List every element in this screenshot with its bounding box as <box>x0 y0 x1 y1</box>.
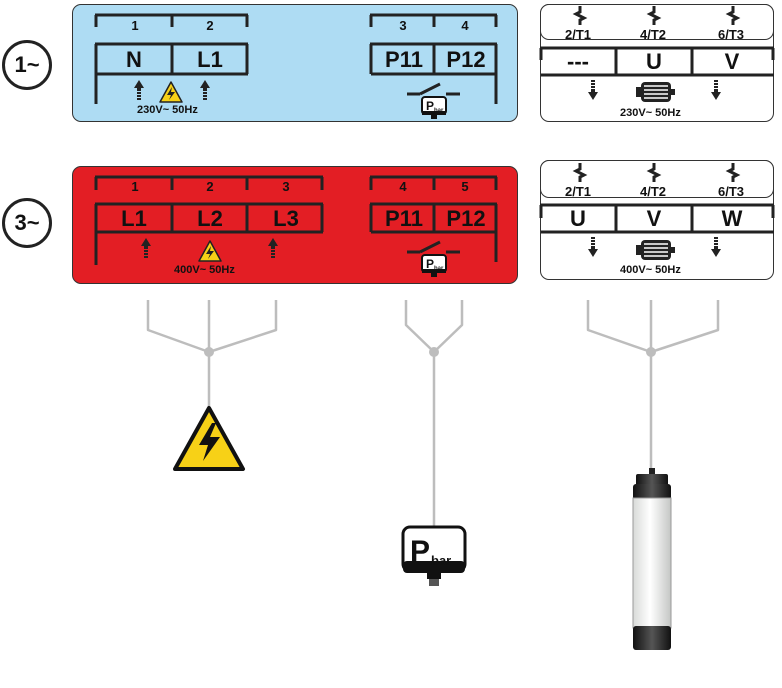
three-phase-terminal-label-l1: L1 <box>121 206 147 231</box>
three-phase-motor-terminal-w: W <box>721 206 743 231</box>
three-phase-terminal-number-3: 3 <box>282 179 290 194</box>
pressure-switch-subscript: bar <box>434 266 444 272</box>
high-voltage-warning-icon <box>159 81 183 103</box>
single-phase-motor-top-label-t2: 4/T2 <box>639 27 666 42</box>
three-phase-motor-voltage: 400V~ 50Hz <box>620 264 681 276</box>
high-voltage-warning-icon <box>173 406 245 471</box>
single-phase-terminal-number-2: 2 <box>206 18 214 33</box>
single-phase-motor-top-label-t1: 2/T1 <box>564 27 591 42</box>
pressure-switch-subscript: bar <box>431 553 451 568</box>
three-phase-supply-voltage: 400V~ 50Hz <box>174 264 235 276</box>
single-phase-terminal-label-n: N <box>126 47 142 72</box>
three-phase-terminal-label-l3: L3 <box>273 206 299 231</box>
single-phase-motor-terminal-2: U <box>646 49 662 74</box>
three-phase-terminal-label-l2: L2 <box>197 206 223 231</box>
single-phase-terminal-label-l1: L1 <box>197 47 223 72</box>
three-phase-motor-top-label-t1: 2/T1 <box>564 184 591 199</box>
single-phase-motor-top-label-t3: 6/T3 <box>717 27 744 42</box>
high-voltage-warning-icon <box>198 240 222 262</box>
three-phase-switch-label-p12: P12 <box>446 206 486 231</box>
submersible-pump-icon <box>632 468 672 650</box>
single-phase-switch-number-4: 4 <box>461 18 469 33</box>
single-phase-motor-voltage: 230V~ 50Hz <box>620 107 681 119</box>
pressure-switch-symbol: P <box>426 257 434 271</box>
pressure-switch-symbol: P <box>410 535 430 568</box>
single-phase-motor-terminal-1: --- <box>567 49 589 74</box>
three-phase-motor-terminal-v: V <box>646 206 662 231</box>
three-phase-switch-number-4: 4 <box>399 179 407 194</box>
single-phase-switch-label-p11: P11 <box>385 47 423 72</box>
three-phase-terminal-number-1: 1 <box>131 179 139 194</box>
three-phase-motor-terminal-u: U <box>570 206 586 231</box>
single-phase-badge: 1~ <box>2 40 52 90</box>
three-phase-switch-label-p11: P11 <box>385 206 423 231</box>
three-phase-badge-label: 3~ <box>14 210 40 235</box>
three-phase-motor-top-label-t2: 4/T2 <box>639 184 666 199</box>
three-phase-terminal-number-2: 2 <box>206 179 214 194</box>
three-phase-switch-number-5: 5 <box>461 179 469 194</box>
pressure-switch-icon: P bar <box>401 525 467 586</box>
motor-icon <box>636 240 675 260</box>
single-phase-terminal-number-1: 1 <box>131 18 139 33</box>
pressure-switch-symbol: P <box>426 99 434 113</box>
single-phase-pressure-switch-icon: P bar <box>421 96 447 120</box>
pressure-switch-icon: P bar <box>421 96 447 119</box>
three-phase-pressure-switch-icon: P bar <box>421 254 447 278</box>
three-phase-badge: 3~ <box>2 198 52 248</box>
single-phase-supply-voltage: 230V~ 50Hz <box>137 104 198 116</box>
motor-icon <box>636 82 675 102</box>
three-phase-motor-top-label-t3: 6/T3 <box>717 184 744 199</box>
single-phase-badge-label: 1~ <box>14 52 40 77</box>
single-phase-switch-label-p12: P12 <box>446 47 486 72</box>
pressure-switch-device: P bar <box>401 525 467 587</box>
pressure-switch-subscript: bar <box>434 108 444 114</box>
pressure-switch-icon: P bar <box>421 254 447 277</box>
single-phase-motor-terminal-3: V <box>724 49 740 74</box>
single-phase-switch-number-3: 3 <box>399 18 407 33</box>
